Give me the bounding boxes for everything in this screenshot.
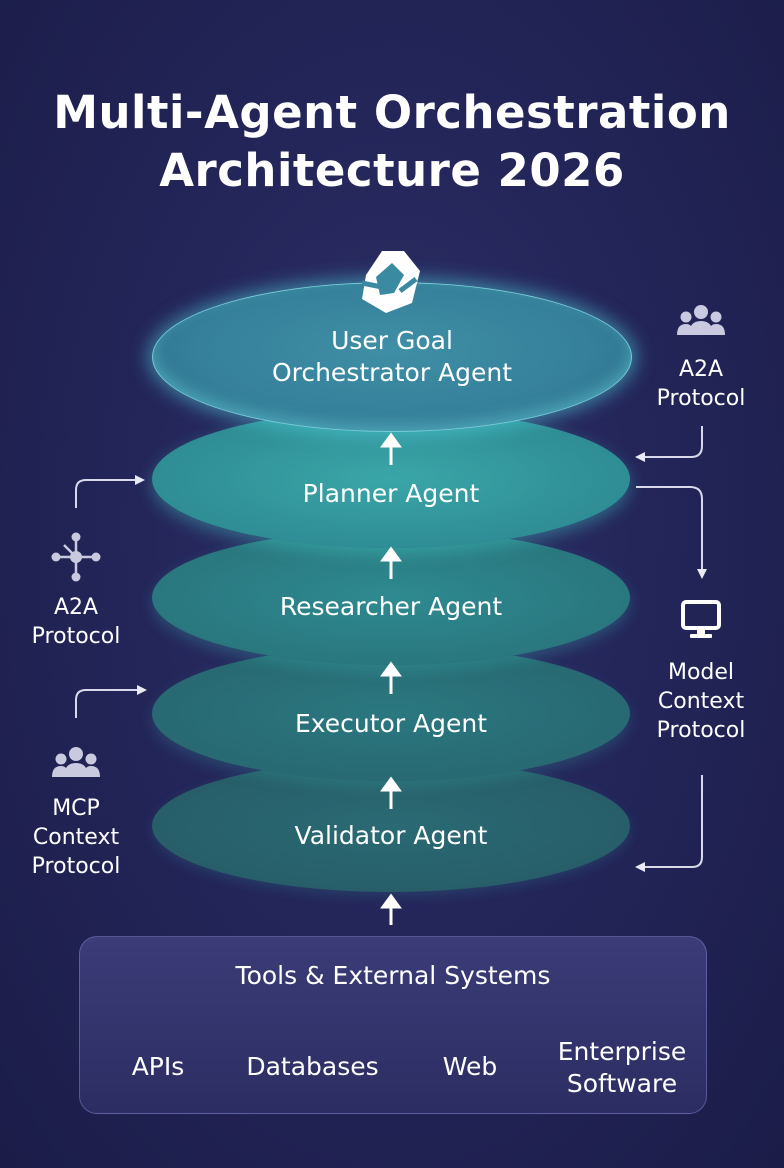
arrow-up-tools-to-validator — [380, 893, 402, 925]
page-title: Multi-Agent Orchestration Architecture 2… — [0, 84, 784, 200]
left-mcp-line1: MCP — [52, 796, 100, 821]
validator-agent-label: Validator Agent — [294, 821, 488, 850]
arrow-up-executor-to-researcher — [380, 661, 402, 694]
orchestrator-logo-icon — [361, 251, 420, 313]
right-a2a-line2: Protocol — [656, 386, 746, 411]
left-a2a-protocol-label: A2A Protocol — [11, 593, 141, 651]
left-a2a-line1: A2A — [53, 595, 99, 620]
right-mcp-line1: Model — [667, 660, 735, 685]
right-a2a-protocol-label: A2A Protocol — [641, 355, 761, 413]
network-icon — [51, 532, 101, 582]
right-connectors — [635, 426, 707, 872]
tool-item-databases: Databases — [246, 1052, 379, 1081]
executor-agent-label: Executor Agent — [294, 708, 488, 738]
tool-item-apis: APIs — [131, 1052, 185, 1081]
monitor-icon — [681, 600, 721, 638]
right-a2a-line1: A2A — [678, 357, 724, 382]
left-a2a-line2: Protocol — [31, 624, 121, 649]
enterprise-line1: Enterprise — [557, 1037, 687, 1066]
tool-item-web: Web — [442, 1052, 498, 1081]
people-icon — [52, 747, 100, 777]
validator-agent-layer: Validator Agent — [152, 760, 630, 892]
right-mcp-line2: Context — [657, 689, 745, 714]
left-connectors — [75, 475, 147, 718]
people-icon — [677, 305, 725, 335]
researcher-agent-layer: Researcher Agent — [152, 530, 630, 665]
user-goal-label: User Goal — [331, 326, 453, 355]
arrow-up-validator-to-executor — [380, 776, 402, 809]
arrow-up-planner-to-orchestrator — [380, 432, 402, 465]
left-mcp-line3: Protocol — [31, 854, 121, 879]
left-mcp-line2: Context — [32, 825, 120, 850]
mcp-context-protocol-label: MCP Context Protocol — [11, 794, 141, 881]
tools-panel: Tools & External Systems APIs Databases … — [79, 936, 707, 1114]
model-context-protocol-label: Model Context Protocol — [631, 658, 771, 745]
enterprise-line2: Software — [566, 1069, 678, 1098]
orchestrator-agent-label: Orchestrator Agent — [271, 358, 513, 387]
tool-item-enterprise-software: Enterprise Software — [542, 1036, 702, 1100]
title-line-1: Multi-Agent Orchestration — [53, 86, 731, 139]
arrow-up-researcher-to-planner — [380, 546, 402, 579]
researcher-agent-label: Researcher Agent — [279, 591, 503, 621]
right-mcp-line3: Protocol — [656, 718, 746, 743]
planner-agent-label: Planner Agent — [302, 479, 480, 508]
title-line-2: Architecture 2026 — [159, 144, 625, 197]
tools-panel-title: Tools & External Systems — [235, 961, 551, 990]
